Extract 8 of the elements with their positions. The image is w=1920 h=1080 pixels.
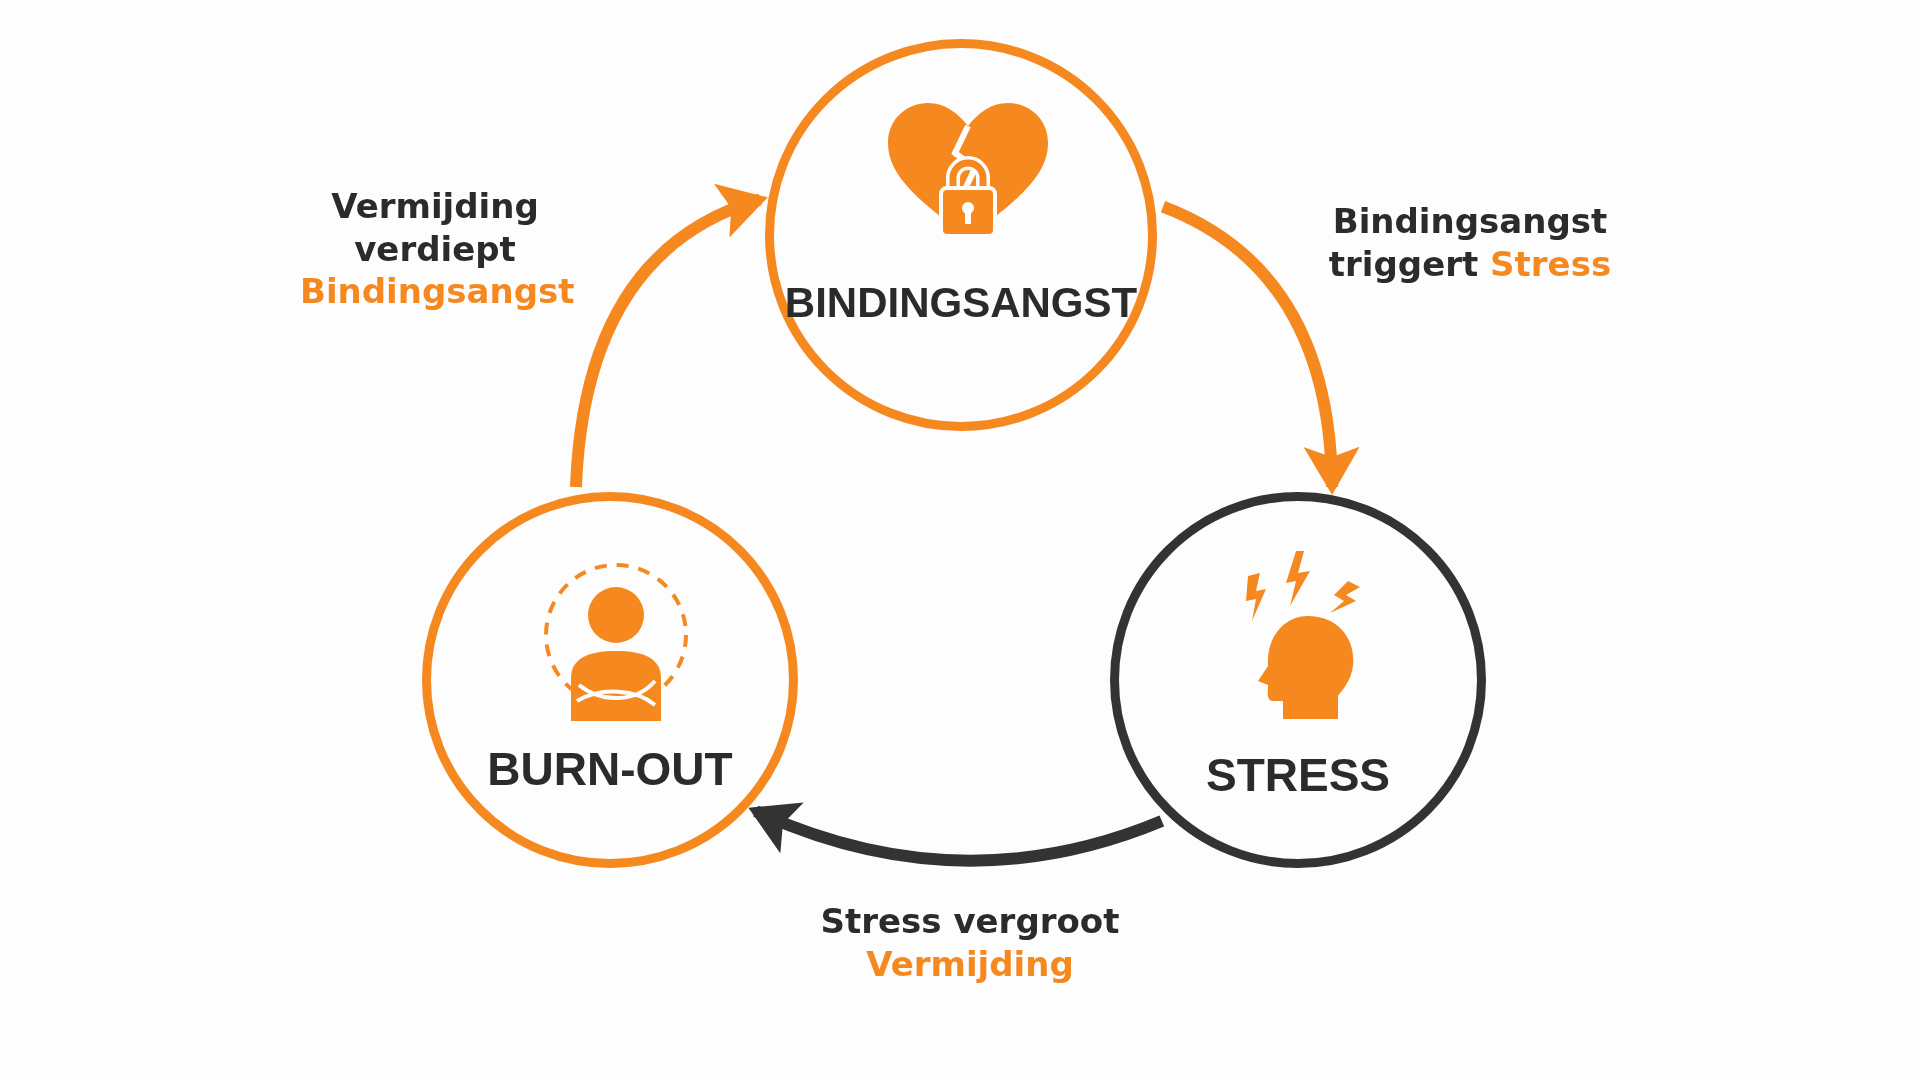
node-label: BINDINGSANGST (784, 279, 1138, 327)
curved-arrow (1160, 201, 1359, 495)
edge-label: Bindingsangst triggert Stress (1327, 200, 1613, 285)
node-label: BURN-OUT (487, 742, 733, 796)
node-label: STRESS (1205, 748, 1390, 802)
edge-label: Stress vergroot Vermijding (819, 900, 1121, 985)
curved-arrow (748, 800, 1164, 867)
curved-arrow (569, 186, 768, 488)
